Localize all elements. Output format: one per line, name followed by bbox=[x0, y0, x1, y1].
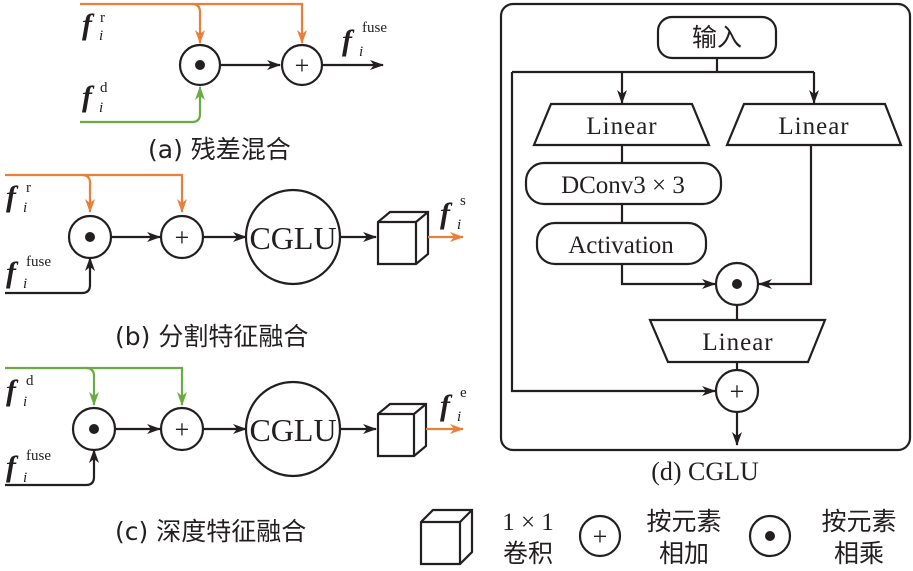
label-f-fuse: f i fuse bbox=[342, 20, 387, 60]
residual-skip-arrow bbox=[510, 72, 716, 396]
svg-text:i: i bbox=[23, 200, 27, 216]
svg-text:fuse: fuse bbox=[362, 20, 387, 36]
svg-text:r: r bbox=[100, 10, 105, 26]
svg-text:i: i bbox=[457, 409, 461, 425]
legend-multiply-line2: 相乘 bbox=[834, 539, 884, 568]
label-f-fuse: f i fuse bbox=[6, 254, 51, 292]
panel-b-segmentation-fusion: + CGLU f i r f i fuse f i s (b) 分割特征融合 bbox=[5, 173, 466, 351]
panel-a-residual-mix: + f i r f i d f i fuse (a) 残差混合 bbox=[80, 2, 387, 164]
linear-left-block bbox=[532, 102, 711, 147]
svg-text:f: f bbox=[6, 180, 19, 213]
label-f-fuse: f i fuse bbox=[6, 448, 51, 486]
legend: 1 × 1 卷积 + 按元素 相加 按元素 相乘 bbox=[419, 507, 897, 568]
legend-conv-line2: 卷积 bbox=[503, 539, 553, 568]
svg-text:s: s bbox=[460, 193, 466, 209]
svg-text:r: r bbox=[26, 180, 31, 196]
add-symbol: + bbox=[175, 223, 190, 252]
svg-text:i: i bbox=[23, 276, 27, 292]
label-f-r: f i r bbox=[6, 180, 31, 216]
svg-text:fuse: fuse bbox=[26, 448, 51, 464]
cglu-frame bbox=[499, 2, 912, 452]
legend-add-symbol: + bbox=[593, 522, 608, 551]
svg-text:e: e bbox=[460, 385, 467, 401]
conv1x1-cube-icon bbox=[376, 402, 428, 458]
activation-label: Activation bbox=[568, 232, 674, 259]
linear-left-label: Linear bbox=[586, 113, 657, 140]
legend-add-line2: 相加 bbox=[659, 539, 709, 568]
black-path-to-multiply bbox=[5, 449, 99, 487]
dconv-label: DConv3 × 3 bbox=[561, 172, 685, 199]
caption-b: (b) 分割特征融合 bbox=[115, 322, 308, 351]
legend-conv-line1: 1 × 1 bbox=[502, 509, 554, 536]
svg-text:f: f bbox=[82, 80, 95, 113]
svg-text:f: f bbox=[6, 256, 19, 289]
svg-text:f: f bbox=[440, 197, 453, 230]
svg-text:f: f bbox=[82, 8, 95, 41]
label-f-e: f i e bbox=[440, 385, 467, 425]
add-symbol: + bbox=[175, 415, 190, 444]
label-f-d: f i d bbox=[82, 80, 108, 116]
cglu-label: CGLU bbox=[249, 412, 336, 448]
multiply-dot-icon bbox=[732, 279, 742, 289]
add-symbol: + bbox=[730, 377, 745, 406]
linear-bottom-block bbox=[648, 318, 827, 364]
arrow-activation-to-multiply bbox=[620, 264, 716, 289]
label-f-s: f i s bbox=[440, 193, 466, 233]
panel-c-depth-fusion: + CGLU f i d f i fuse f i e (c) 深度特征融合 bbox=[5, 366, 467, 546]
svg-text:i: i bbox=[99, 100, 103, 116]
conv1x1-cube-icon bbox=[376, 210, 430, 266]
svg-text:f: f bbox=[342, 24, 355, 57]
legend-multiply-dot-icon bbox=[765, 531, 775, 541]
legend-conv1x1-cube-icon bbox=[419, 508, 474, 566]
panel-d-cglu: 输入 Linear Linear DConv3 × 3 Activation L… bbox=[499, 2, 912, 486]
input-label: 输入 bbox=[692, 23, 742, 52]
multiply-dot-icon bbox=[195, 60, 205, 70]
label-f-d: f i d bbox=[6, 373, 34, 410]
svg-text:f: f bbox=[6, 374, 19, 407]
orange-path-to-multiply bbox=[5, 173, 95, 213]
dconv-block bbox=[524, 161, 723, 206]
caption-c: (c) 深度特征融合 bbox=[115, 517, 306, 546]
linear-bottom-label: Linear bbox=[702, 329, 773, 356]
legend-add-line1: 按元素 bbox=[646, 507, 721, 536]
legend-add-icon bbox=[578, 514, 622, 558]
svg-text:f: f bbox=[440, 389, 453, 422]
svg-text:fuse: fuse bbox=[26, 254, 51, 270]
svg-text:i: i bbox=[23, 394, 27, 410]
orange-path-to-multiply bbox=[80, 2, 205, 44]
green-path-to-add bbox=[86, 366, 187, 406]
svg-text:d: d bbox=[26, 373, 34, 389]
arrow-linear-right-to-multiply bbox=[758, 145, 813, 289]
legend-multiply-line1: 按元素 bbox=[821, 507, 896, 536]
svg-text:i: i bbox=[99, 28, 103, 44]
linear-right-block bbox=[725, 102, 903, 147]
linear-right-label: Linear bbox=[778, 113, 849, 140]
green-path-to-multiply bbox=[5, 366, 99, 406]
svg-text:d: d bbox=[100, 80, 108, 96]
caption-a: (a) 残差混合 bbox=[148, 135, 291, 164]
multiply-dot-icon bbox=[85, 232, 95, 242]
orange-path-to-add bbox=[82, 173, 187, 213]
svg-text:f: f bbox=[6, 450, 19, 483]
label-f-r: f i r bbox=[82, 8, 105, 44]
svg-text:i: i bbox=[23, 470, 27, 486]
cglu-label: CGLU bbox=[249, 220, 336, 256]
orange-path-to-add bbox=[192, 2, 307, 44]
multiply-dot-icon bbox=[89, 424, 99, 434]
svg-text:i: i bbox=[457, 217, 461, 233]
black-path-to-multiply bbox=[5, 257, 95, 295]
caption-d: (d) CGLU bbox=[651, 457, 759, 486]
green-path-to-multiply bbox=[80, 86, 205, 124]
add-symbol: + bbox=[295, 51, 310, 80]
svg-text:i: i bbox=[359, 44, 363, 60]
